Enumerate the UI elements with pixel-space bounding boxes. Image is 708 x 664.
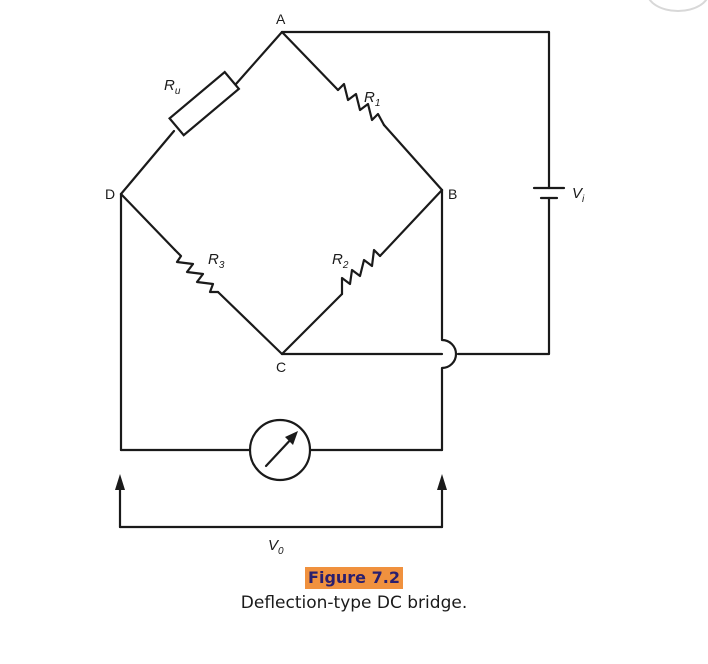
wire-ru-a	[234, 30, 284, 86]
wire-r2-c	[280, 292, 344, 356]
wire-a-top-rail	[280, 30, 551, 190]
node-label-b: B	[448, 186, 457, 202]
vo-bracket	[118, 484, 444, 529]
wire-b-down-crossover	[440, 188, 458, 452]
wire-a-r1	[280, 30, 340, 92]
node-label-d: D	[105, 186, 115, 202]
resistor-r2	[340, 248, 382, 296]
label-r1: R1	[364, 89, 380, 109]
battery-vi	[532, 186, 566, 200]
figure-description: Deflection-type DC bridge.	[240, 593, 468, 613]
arrow-up-icon	[115, 474, 125, 490]
wire-d-ru	[119, 129, 176, 196]
wire-b-r2	[378, 188, 444, 258]
arrow-up-icon	[437, 474, 447, 490]
galvanometer-icon	[248, 418, 312, 482]
label-ru: Ru	[164, 77, 181, 97]
label-vi: Vi	[572, 185, 585, 205]
figure-label: Figure 7.2	[305, 567, 403, 589]
label-r3: R3	[208, 251, 225, 271]
label-vo: V0	[268, 537, 284, 557]
label-r2: R2	[332, 251, 349, 271]
resistor-ru	[168, 70, 241, 137]
node-label-a: A	[276, 11, 286, 27]
resistor-r3	[173, 248, 220, 294]
wire-battery-bottom-rail	[456, 196, 551, 356]
wire-r1-b	[382, 123, 444, 192]
resistor-r1	[336, 82, 386, 127]
wire-d-r3	[119, 192, 177, 252]
node-label-c: C	[276, 359, 286, 375]
wire-r3-c	[216, 290, 284, 356]
figure-caption: Figure 7.2 Deflection-type DC bridge.	[0, 567, 708, 614]
